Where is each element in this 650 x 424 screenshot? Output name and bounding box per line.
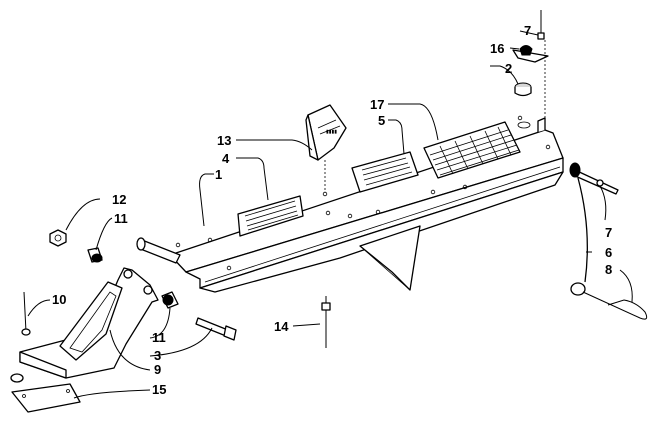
right-pin <box>569 162 619 195</box>
spacer-upper <box>87 247 103 263</box>
callout-2: 2 <box>505 61 512 76</box>
hinge-tube <box>136 237 181 264</box>
callout-7-top: 7 <box>524 23 531 38</box>
callout-11-upper: 11 <box>114 211 128 226</box>
bottom-rivet <box>321 296 331 348</box>
strap-bracket: ▮▮▮▮ <box>305 104 347 161</box>
hitch-pin <box>10 291 31 383</box>
bolt <box>195 317 237 341</box>
leader-lines <box>27 30 633 399</box>
pan-bracket <box>512 45 549 63</box>
underside-brace <box>359 225 421 291</box>
callout-7-right: 7 <box>605 225 612 240</box>
callout-5: 5 <box>378 113 385 128</box>
grommet <box>514 82 532 97</box>
callout-17: 17 <box>370 97 384 112</box>
lanyard-cable <box>570 177 588 296</box>
callout-3: 3 <box>154 348 161 363</box>
callout-14: 14 <box>274 319 289 334</box>
hitch-clip <box>582 291 648 320</box>
callout-8: 8 <box>605 262 612 277</box>
spacer-lower <box>161 291 179 309</box>
callout-15: 15 <box>152 382 166 397</box>
mounting-holes <box>175 115 551 271</box>
grid-decal <box>423 121 521 179</box>
callout-10: 10 <box>52 292 66 307</box>
callout-1: 1 <box>215 167 222 182</box>
callout-13: 13 <box>217 133 231 148</box>
callout-11-lower: 11 <box>152 330 166 345</box>
rivet-top <box>537 10 545 40</box>
svg-text:▮▮▮▮: ▮▮▮▮ <box>326 129 337 135</box>
callout-6: 6 <box>605 245 612 260</box>
callout-4: 4 <box>222 151 230 166</box>
callout-12: 12 <box>112 192 126 207</box>
callout-9: 9 <box>154 362 161 377</box>
warning-decal-center <box>351 151 419 193</box>
callout-labels: 1 2 3 4 5 6 7 7 8 9 10 11 11 12 13 14 15… <box>52 23 612 397</box>
warning-decal-small <box>237 195 304 237</box>
hitch-bracket <box>19 267 159 379</box>
callout-16: 16 <box>490 41 504 56</box>
nut <box>49 229 67 247</box>
mounting-plate <box>11 383 81 413</box>
